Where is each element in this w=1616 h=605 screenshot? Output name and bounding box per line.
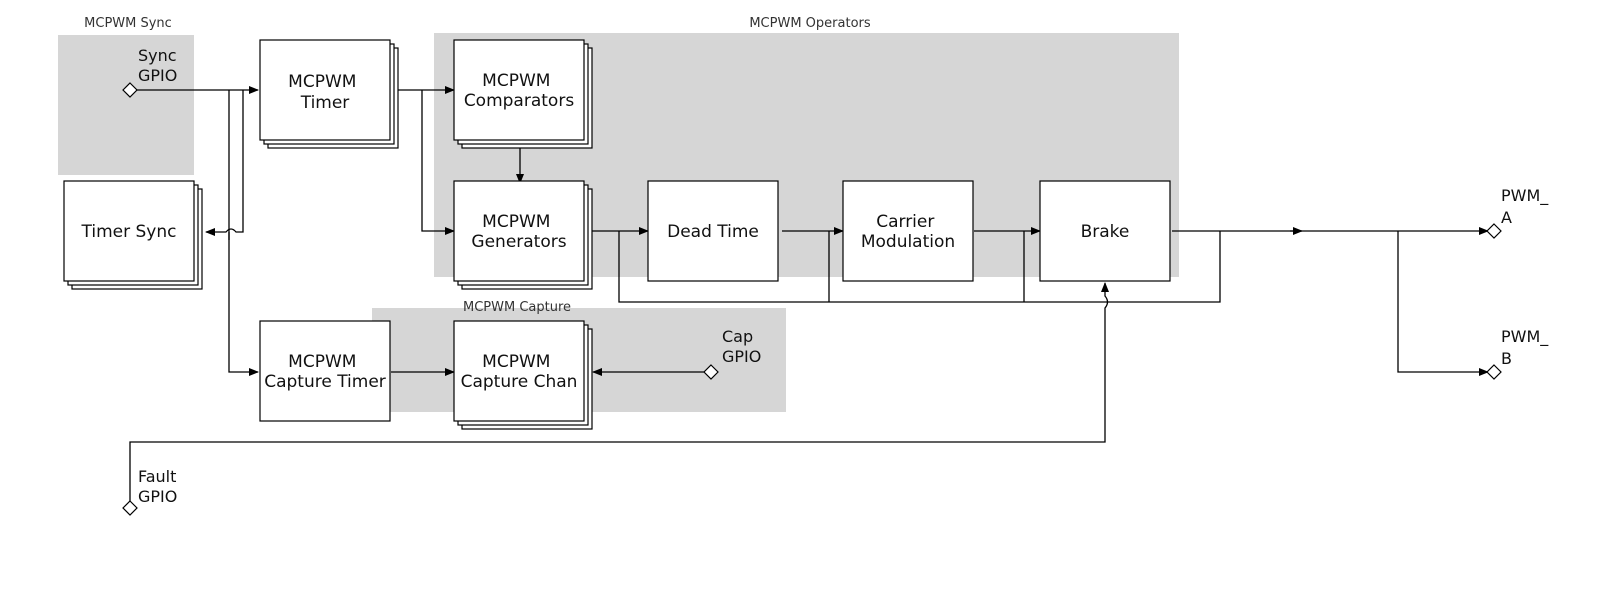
sync-group-label: MCPWM Sync [84, 16, 172, 31]
pwm-a-label: PWM_ A [1501, 186, 1553, 227]
cap-gpio-pin[interactable] [703, 364, 719, 380]
timer-sync-label: Timer Sync [81, 222, 177, 242]
dead-time-label: Dead Time [667, 222, 759, 242]
wire-to-capture-timer [228, 232, 259, 376]
wire-timer-to-generators [421, 90, 455, 235]
timer-sync-block[interactable] [63, 180, 203, 290]
pwm-b-pin[interactable] [1486, 364, 1502, 380]
timer-label: MCPWM Timer [288, 72, 362, 113]
brake-block[interactable] [1039, 180, 1171, 282]
pins [122, 82, 1502, 516]
fault-gpio-pin[interactable] [122, 500, 138, 516]
carrier-block[interactable] [842, 180, 974, 282]
generators-label: MCPWM Generators [471, 212, 566, 252]
pwm-a-pin[interactable] [1486, 223, 1502, 239]
comparators-label: MCPWM Comparators [464, 71, 575, 111]
cap-gpio-label: Cap GPIO [722, 327, 761, 366]
wire-sync-to-timer-sync [205, 90, 244, 236]
comparators-block[interactable] [453, 39, 593, 149]
operators-group-label: MCPWM Operators [749, 16, 871, 31]
wire-bypass-loop [618, 231, 1221, 303]
sync-group-bg [58, 35, 194, 175]
capture-group-label: MCPWM Capture [463, 300, 571, 315]
dead-time-block[interactable] [647, 180, 779, 282]
brake-label: Brake [1081, 222, 1130, 242]
connections [129, 86, 1489, 508]
wire-to-pwmb [1397, 231, 1489, 376]
fault-gpio-label: Fault GPIO [138, 467, 182, 506]
sync-gpio-pin[interactable] [122, 82, 138, 98]
generators-block[interactable] [453, 180, 593, 290]
capture-timer-label: MCPWM Capture Timer [264, 352, 386, 392]
pwm-b-label: PWM_ B [1501, 327, 1553, 368]
sync-gpio-label: Sync GPIO [138, 46, 182, 85]
carrier-label: Carrier Modulation [861, 212, 955, 252]
wire-fault-to-brake [129, 282, 1109, 508]
timer-block[interactable] [259, 39, 399, 149]
blocks [63, 39, 1171, 430]
capture-timer-block[interactable] [259, 320, 391, 422]
capture-chan-label: MCPWM Capture Chan [461, 352, 578, 392]
capture-chan-block[interactable] [453, 320, 593, 430]
